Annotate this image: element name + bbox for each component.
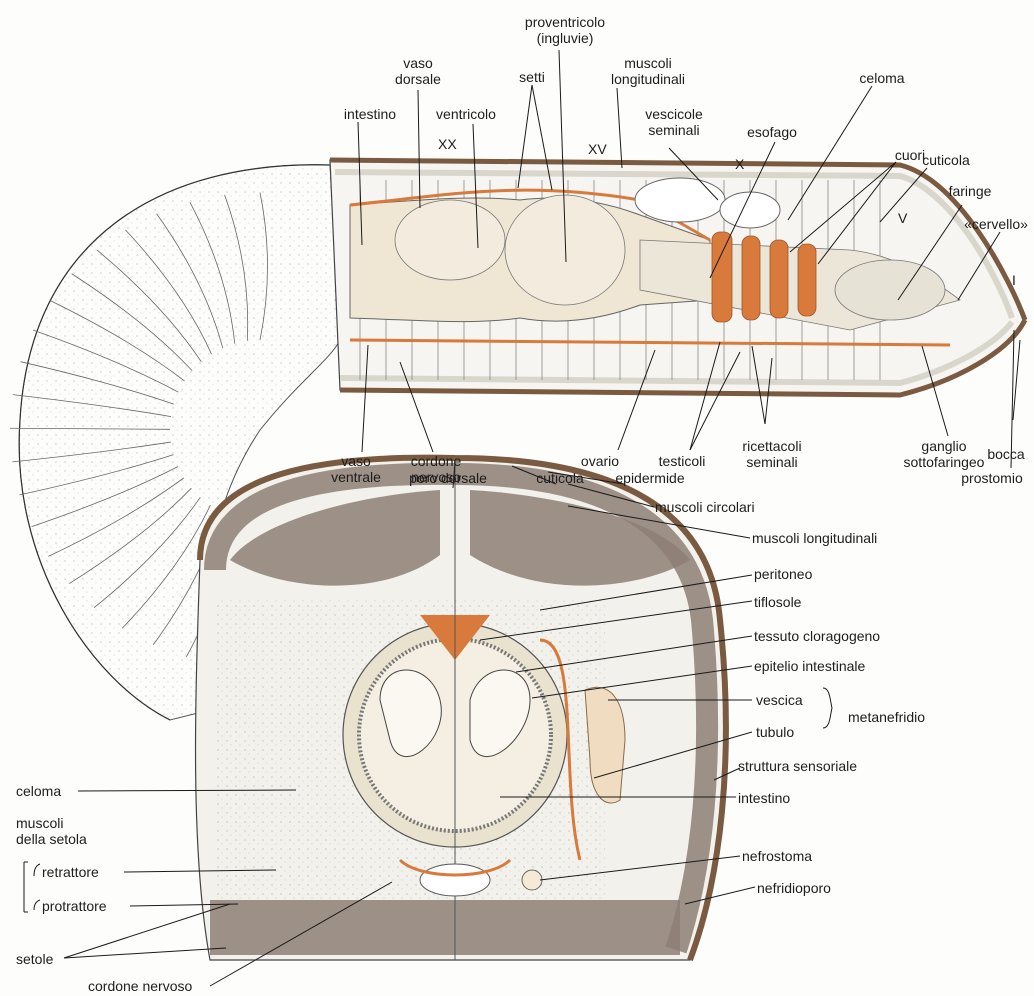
label-tubulo: tubulo — [756, 724, 794, 740]
segment-number-x: X — [735, 156, 744, 172]
label-esofago: esofago — [747, 124, 797, 140]
label-cuticola-top: cuticola — [922, 152, 969, 168]
worm-longitudinal-section — [330, 160, 1025, 395]
label-intestino-top: intestino — [344, 106, 396, 122]
label-cordone-nervoso: cordone nervoso — [88, 978, 192, 994]
segment-number-xx: XX — [438, 136, 457, 152]
segment-number-i: I — [1012, 272, 1016, 288]
label-testicoli: testicoli — [659, 453, 706, 469]
label-vescicole-seminali: vescicole seminali — [645, 106, 703, 138]
label-setti: setti — [519, 69, 545, 85]
segment-number-v: V — [898, 210, 907, 226]
label-nefridioporo: nefridioporo — [757, 880, 831, 896]
label-vaso-ventrale: vaso ventrale — [331, 453, 381, 485]
label-bocca: bocca — [987, 446, 1024, 462]
cross-section — [196, 458, 726, 960]
label-muscoli-longitudinali-top: muscoli longitudinali — [611, 55, 685, 87]
label-cervello: «cervello» — [964, 216, 1028, 232]
label-prostomio: prostomio — [961, 470, 1022, 486]
label-vescica: vescica — [756, 692, 803, 708]
label-ganglio-sottofaringeo: ganglio sottofaringeo — [904, 438, 985, 470]
label-epidermide: epidermide — [615, 470, 684, 486]
label-proventricolo: proventricolo (ingluvie) — [525, 14, 605, 46]
label-celoma: celoma — [16, 783, 61, 799]
label-setole: setole — [16, 951, 53, 967]
label-peritoneo: peritoneo — [754, 566, 812, 582]
label-struttura-sensoriale: struttura sensoriale — [738, 758, 857, 774]
label-celoma-top: celoma — [859, 70, 904, 86]
label-protrattore: protrattore — [42, 898, 107, 914]
label-poro-dorsale: poro dorsale — [409, 470, 487, 486]
label-tiflosole: tiflosole — [754, 594, 801, 610]
label-cuori: cuori — [895, 147, 925, 163]
label-cuticola: cuticola — [536, 470, 583, 486]
label-vaso-dorsale: vaso dorsale — [395, 55, 441, 87]
label-metanefridio: metanefridio — [848, 709, 925, 725]
label-ovario: ovario — [581, 453, 619, 469]
label-ricettacoli-seminali: ricettacoli seminali — [742, 438, 801, 470]
segment-number-xv: XV — [588, 141, 607, 157]
label-retrattore: retrattore — [42, 864, 99, 880]
label-faringe: faringe — [949, 183, 992, 199]
label-muscoli-della-setola: muscoli della setola — [16, 815, 87, 847]
label-nefrostoma: nefrostoma — [742, 848, 812, 864]
label-muscoli-longitudinali: muscoli longitudinali — [752, 530, 877, 546]
label-tessuto-cloragogeno: tessuto cloragogeno — [754, 628, 880, 644]
label-epitelio-intestinale: epitelio intestinale — [754, 658, 865, 674]
label-muscoli-circolari: muscoli circolari — [655, 499, 755, 515]
label-ventricolo: ventricolo — [436, 106, 496, 122]
label-intestino: intestino — [738, 790, 790, 806]
